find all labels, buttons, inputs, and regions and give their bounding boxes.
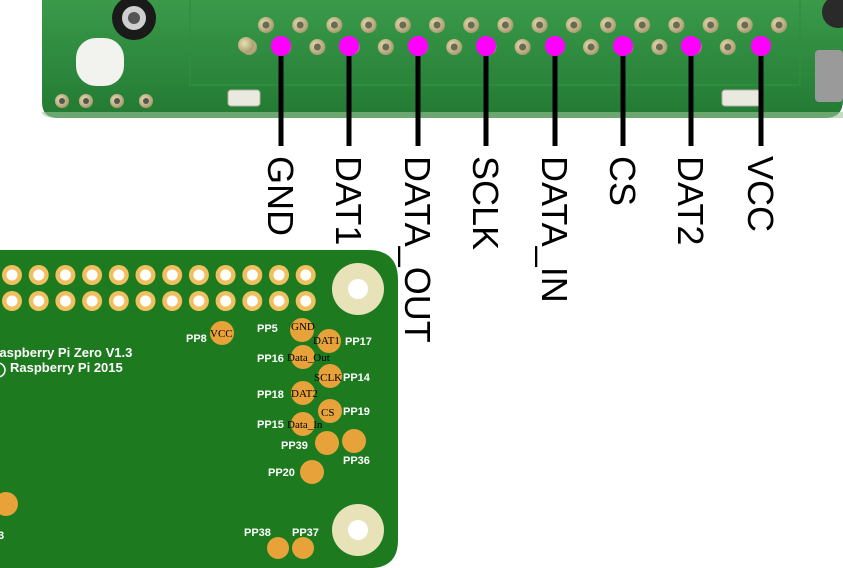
gpio-pin [2,291,22,311]
mounting-hole [112,0,156,40]
test-pad-signal-label: VCC [210,328,233,340]
test-pad-label: PP36 [343,455,370,467]
gpio-pin [55,291,76,311]
header-pin [446,17,480,55]
gpio-pin [162,291,183,311]
test-pad-label: PP19 [343,406,370,418]
gpio-pin [295,265,316,285]
test-pad-pp37: PP37 [292,527,319,559]
test-pad-pp17: PP17 DAT1 [313,329,372,353]
test-pad-pp20: PP20 [268,460,324,484]
pin-label-sclk: SCLK [465,156,506,250]
test-pad-label: PP38 [244,527,271,539]
pin-label-data-in: DATA_IN [534,156,575,303]
pin-label-vcc: VCC [740,156,781,232]
test-pad-pp18: PP18 DAT2 [257,381,318,405]
gpio-pin [135,265,156,285]
header-pin [377,17,411,55]
gpio-pin [215,291,236,311]
gpio-pin [188,265,209,285]
test-pad-signal-label: DAT2 [291,388,318,400]
pin-label-dat2: DAT2 [670,156,711,245]
pin-marker [681,36,701,56]
gpio-pin [28,265,49,285]
gpio-pin [242,265,263,285]
test-pad-label: PP18 [257,389,284,401]
gpio-pin [295,291,316,311]
gpio-pin [162,265,183,285]
header-pin [238,37,254,53]
pin-marker [476,36,496,56]
gpio-pin [269,265,289,285]
test-pad-label: PP15 [257,419,284,431]
test-pad-3: 3 [0,492,18,542]
pin-label-gnd: GND [260,156,301,236]
gpio-pin [215,265,236,285]
test-pad-signal-label: CS [321,407,334,419]
test-pad-label: PP16 [257,353,284,365]
test-pad-label: PP37 [292,527,319,539]
pi-mounting-hole-top [332,263,384,315]
test-pad-label: PP20 [268,467,295,479]
gpio-pin [108,291,129,311]
pin-marker [339,36,359,56]
pi-brand-line2: Raspberry Pi 2015 [10,360,123,375]
test-pad-signal-label: Data_Out [287,352,330,364]
gpio-pin [82,265,103,285]
gpio-pin [108,265,129,285]
header-pin [719,17,753,55]
gpio-pin [135,291,156,311]
gpio-pin [28,291,49,311]
test-pad-pp19: PP19 CS [318,399,370,423]
header-pin [583,17,616,55]
pi-brand-line1: Raspberry Pi Zero V1.3 [0,345,132,360]
test-pad-signal-label: GND [291,321,315,333]
test-pad-pp39: PP39 [281,431,339,455]
header-pin [651,17,685,55]
gpio-header [2,265,316,311]
test-pad-label: 3 [0,530,4,542]
connection-wires: GND DAT1 DATA_OUT SCLK DATA_IN CS DAT2 VCC [260,36,781,343]
test-pad-signal-label: DAT1 [313,335,340,347]
pin-label-dat1: DAT1 [328,156,369,245]
gpio-pin [2,265,22,285]
header-pin [309,17,343,55]
pin-label-data-out: DATA_OUT [397,156,438,343]
header-pin [514,17,548,55]
gpio-pin [188,291,209,311]
test-pad-label: PP14 [343,372,371,384]
test-pad-label: PP39 [281,440,308,452]
test-pad-label: PP17 [345,336,372,348]
copyright-icon [0,362,6,378]
pin-marker [751,36,771,56]
test-pad-pp5: PP5 GND [257,318,315,342]
gpio-pin [242,291,263,311]
pin-marker [271,36,291,56]
pin-marker [545,36,565,56]
test-pad-label: PP5 [257,323,278,335]
gpio-pin [82,291,103,311]
test-pad-pp36: PP36 [342,429,370,467]
raspberry-pi-zero-board: Raspberry Pi Zero V1.3 Raspberry Pi 2015… [0,250,398,568]
test-pad-signal-label: SCLK [314,372,342,384]
test-pad-label: PP8 [186,333,207,345]
pin-marker [408,36,428,56]
top-module-board [42,0,843,118]
test-pad-pp38: PP38 [244,527,289,559]
header-pin [771,17,787,33]
pi-mounting-hole-bottom [332,504,384,556]
pin-label-cs: CS [602,156,643,206]
via-row [55,94,153,108]
gpio-pin [55,265,76,285]
pin-marker [613,36,633,56]
test-pad-signal-label: Data_In [287,419,323,431]
gpio-pin [269,291,289,311]
